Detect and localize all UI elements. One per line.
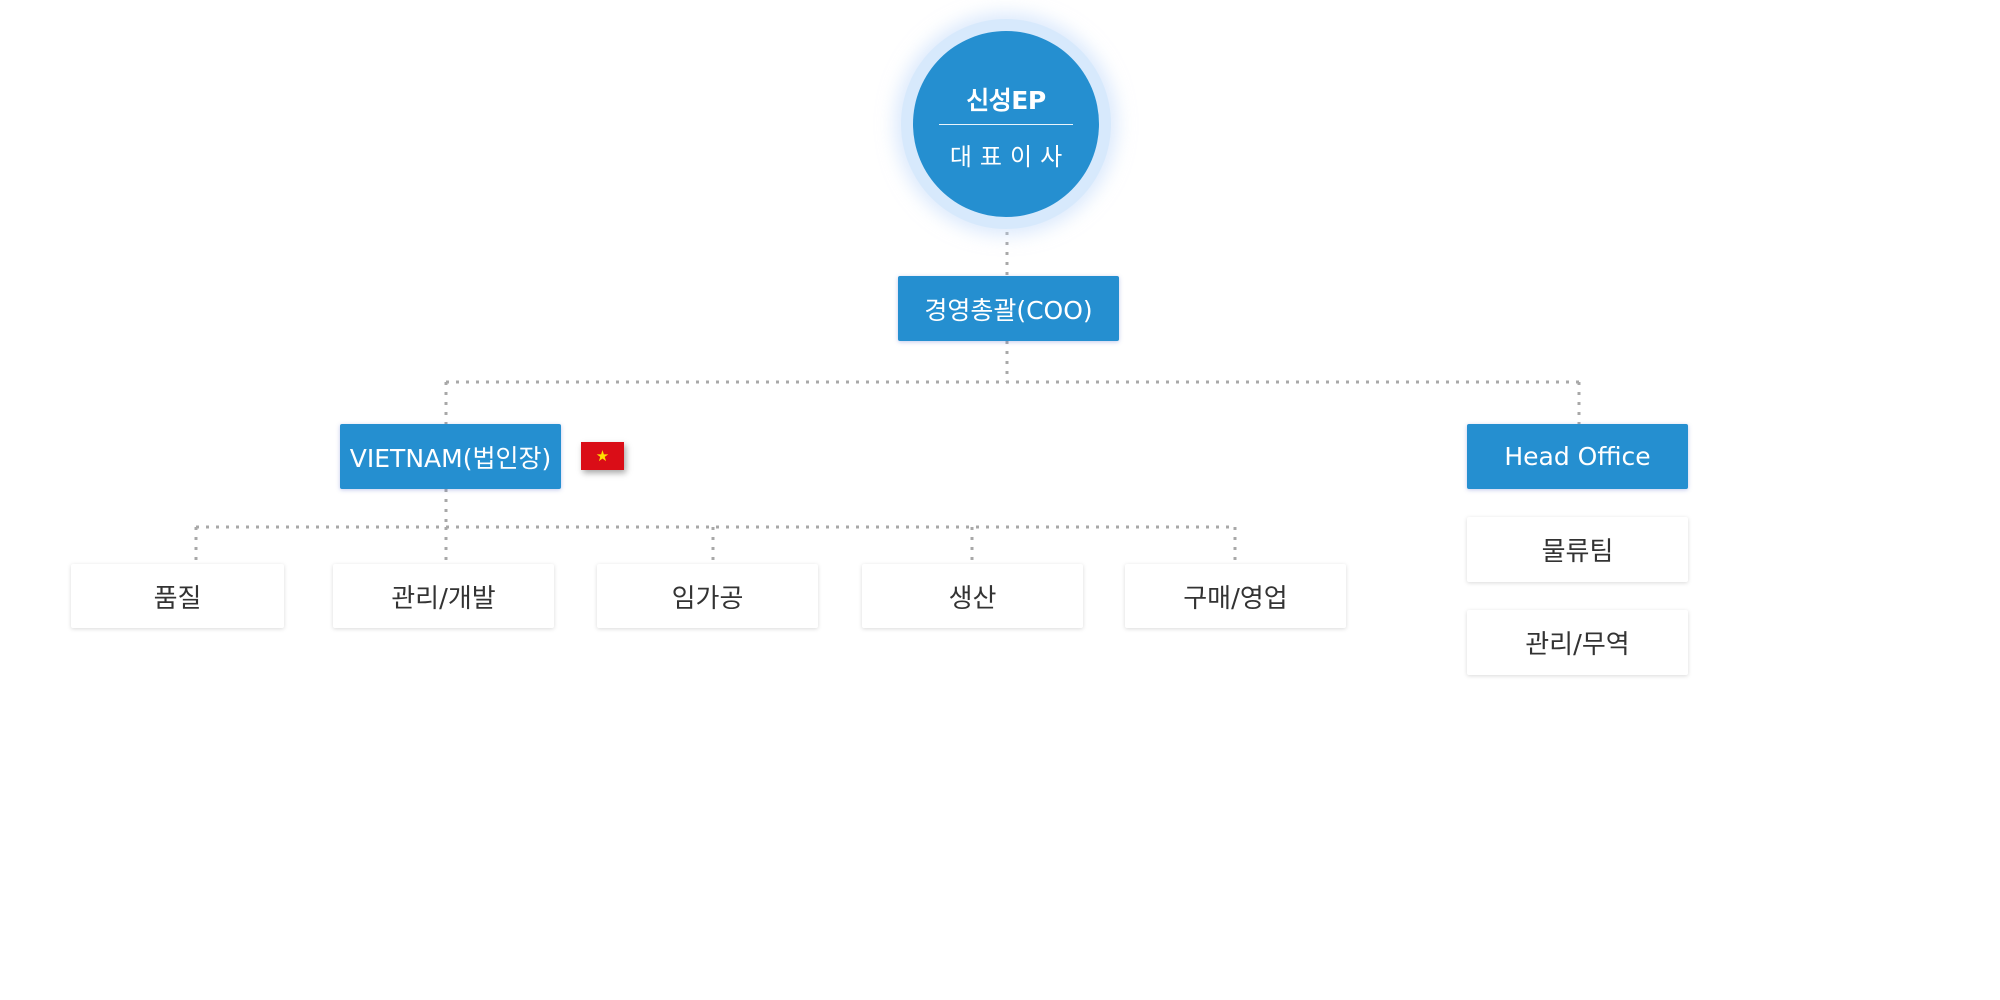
coo-label: 경영총괄(COO) (924, 295, 1093, 325)
dept-label: 생산 (948, 583, 997, 614)
dept-production[interactable]: 생산 (862, 564, 1083, 628)
head-office-node[interactable]: Head Office (1467, 424, 1688, 489)
dept-label: 임가공 (671, 583, 744, 614)
dept-label: 구매/영업 (1183, 583, 1288, 614)
ceo-node[interactable]: 신성EP 대표이사 (913, 31, 1099, 217)
head-office-label: Head Office (1504, 442, 1651, 471)
vietnam-flag-icon: ★ (581, 442, 624, 470)
dept-processing[interactable]: 임가공 (597, 564, 818, 628)
dept-admin-dev[interactable]: 관리/개발 (333, 564, 554, 628)
dept-logistics[interactable]: 물류팀 (1467, 517, 1688, 582)
flag-star-icon: ★ (595, 446, 610, 465)
dept-admin-trade[interactable]: 관리/무역 (1467, 610, 1688, 675)
dept-label: 물류팀 (1541, 537, 1614, 567)
vietnam-label: VIETNAM(법인장) (349, 443, 552, 473)
dept-quality[interactable]: 품질 (71, 564, 284, 628)
ceo-title: 대표이사 (949, 143, 1071, 171)
company-name: 신성EP (966, 86, 1046, 115)
dept-label: 품질 (153, 583, 202, 614)
vietnam-node[interactable]: VIETNAM(법인장) (340, 424, 561, 489)
dept-label: 관리/개발 (391, 583, 496, 614)
dept-label: 관리/무역 (1525, 630, 1630, 660)
dept-purchase-sales[interactable]: 구매/영업 (1125, 564, 1346, 628)
coo-node[interactable]: 경영총괄(COO) (898, 276, 1119, 341)
ceo-divider (939, 124, 1073, 125)
